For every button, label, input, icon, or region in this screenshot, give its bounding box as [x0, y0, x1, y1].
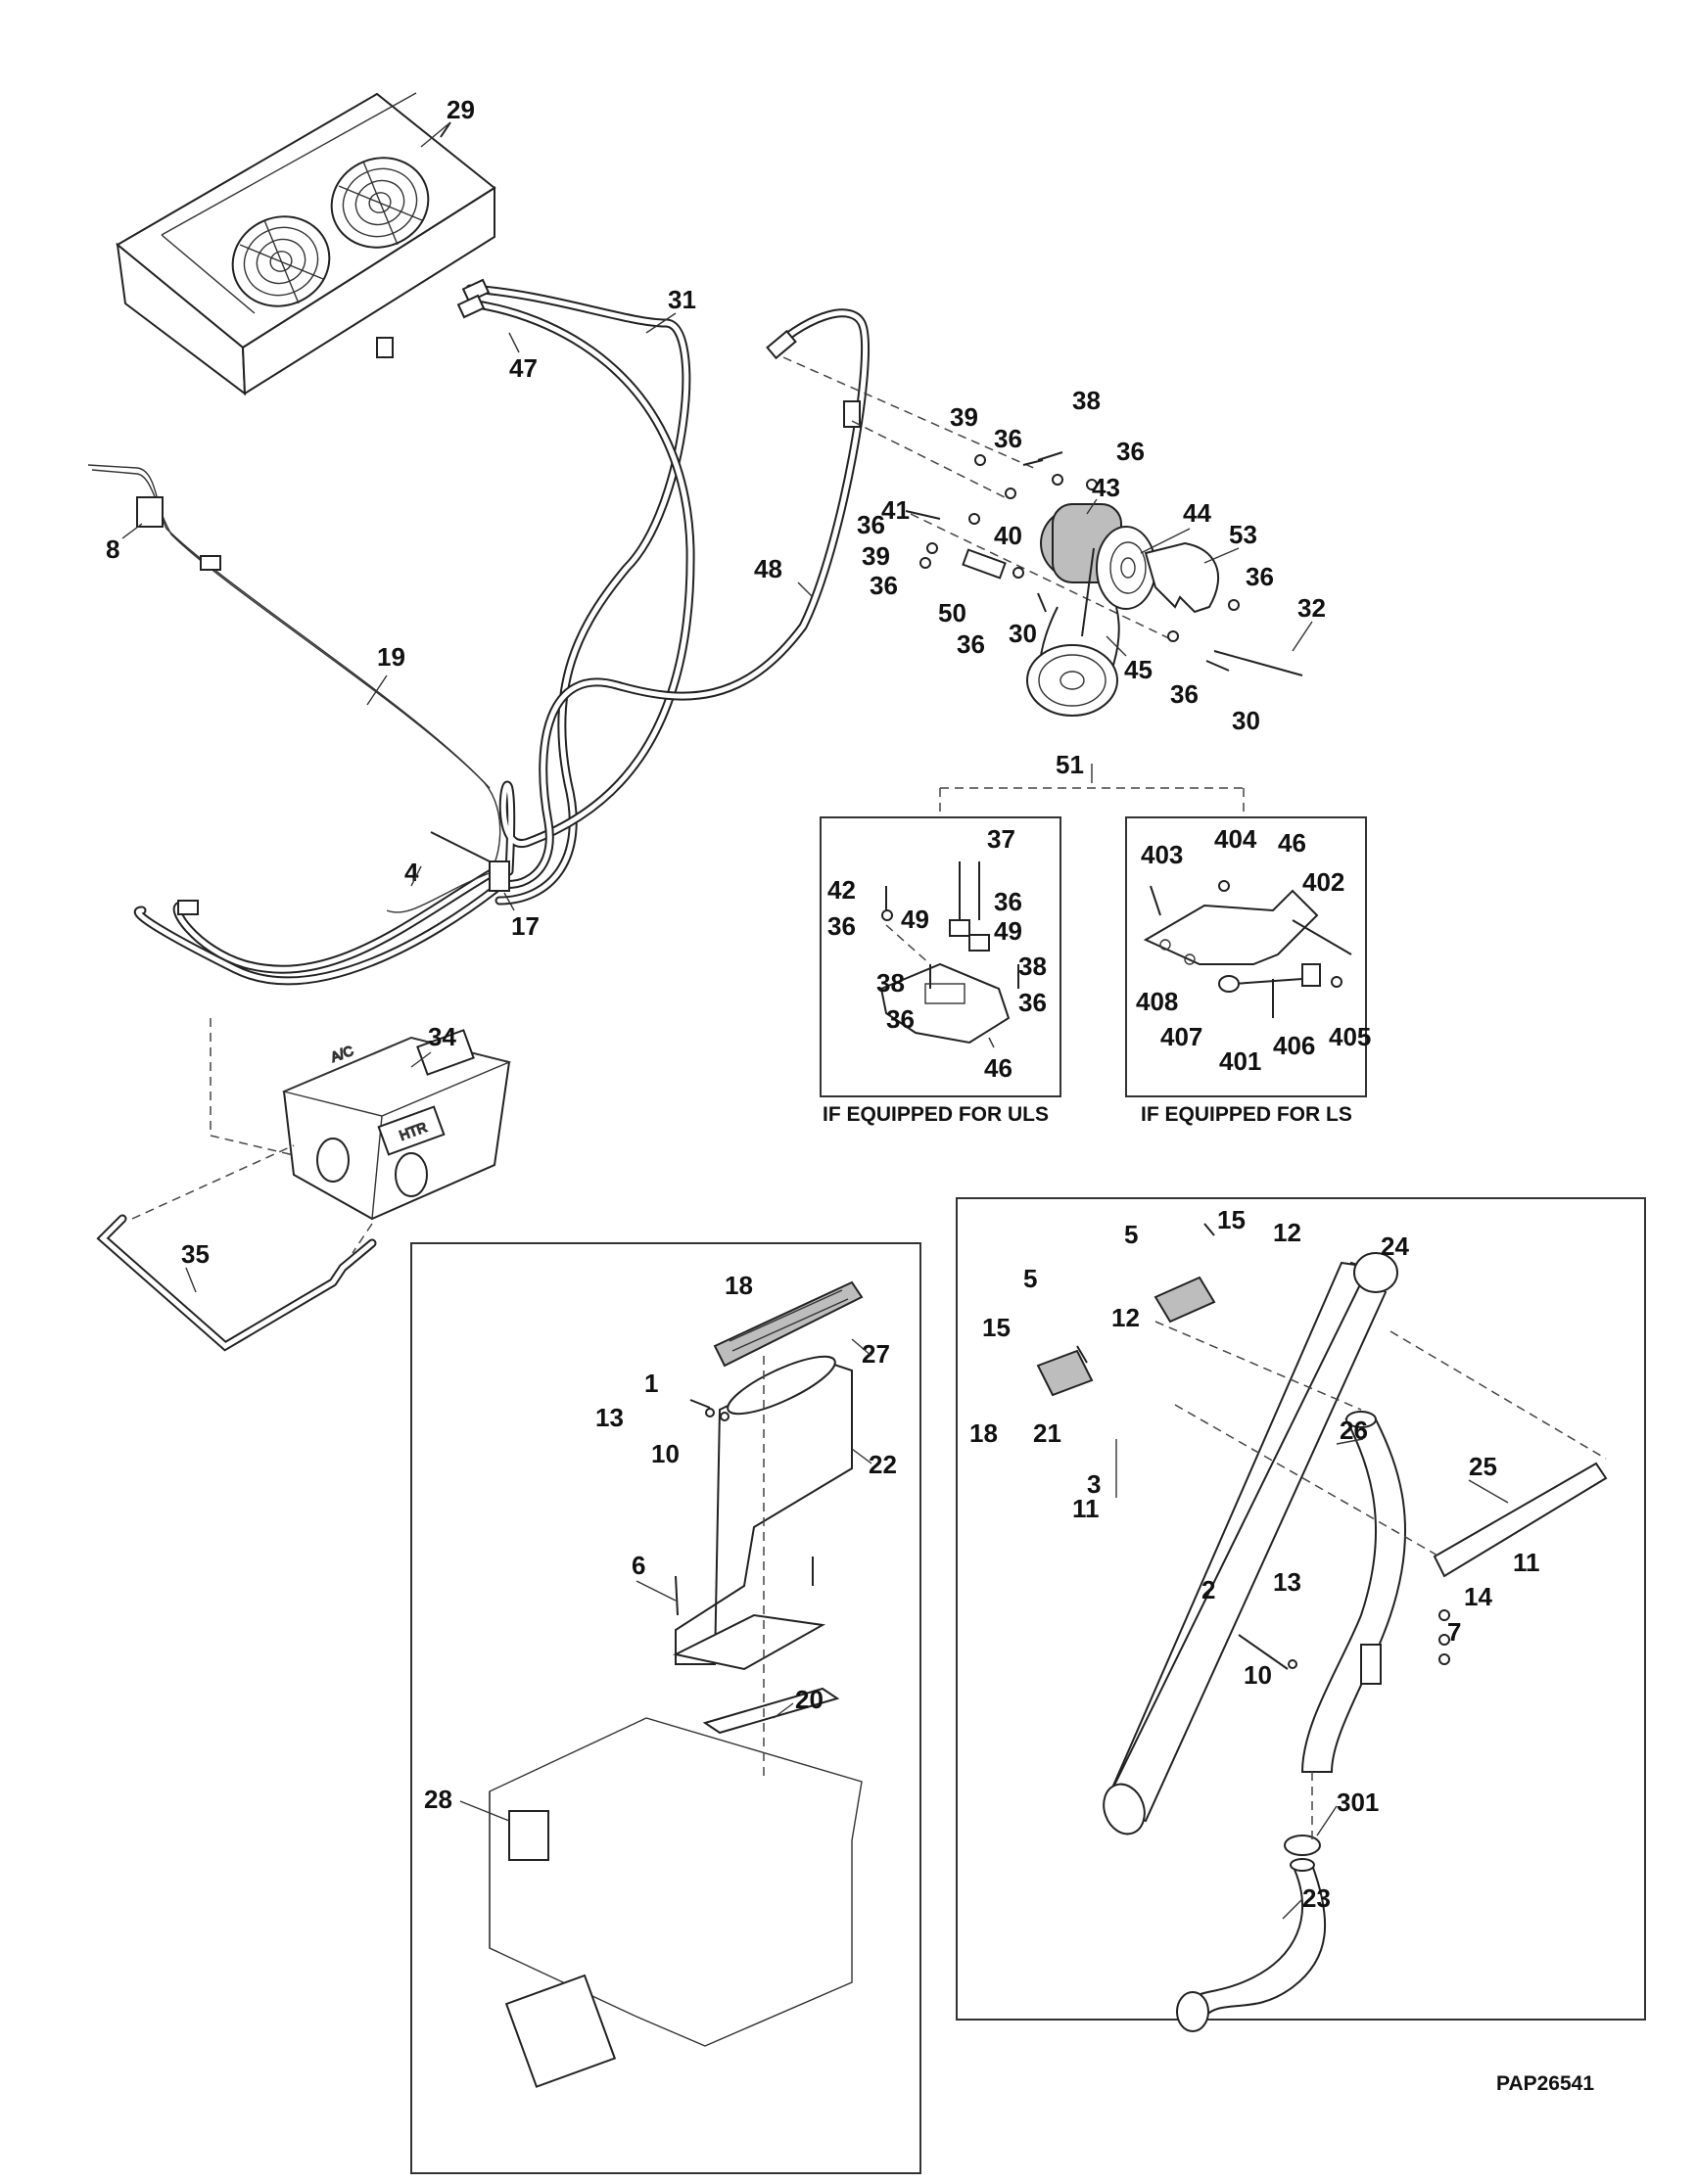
uls-callout-37: 37 [987, 824, 1015, 854]
callout-43: 43 [1092, 473, 1120, 502]
duct-callout-21: 21 [1033, 1418, 1061, 1448]
callout-38-a: 38 [1072, 386, 1101, 415]
box-callout-28: 28 [424, 1785, 452, 1814]
duct-callout-14: 14 [1464, 1582, 1492, 1611]
box-callout-13: 13 [595, 1403, 624, 1432]
ls-callout-405: 405 [1329, 1022, 1371, 1051]
uls-callout-36-b: 36 [827, 911, 856, 941]
callout-8: 8 [106, 534, 119, 564]
drawing-number: PAP26541 [1496, 2072, 1594, 2095]
ls-inset [1125, 816, 1367, 1097]
callout-48: 48 [754, 554, 782, 583]
callout-36-e: 36 [1246, 562, 1274, 591]
ac-panel-label: A/C [329, 1043, 355, 1065]
uls-callout-38-a: 38 [1018, 952, 1047, 981]
refrigerant-hoses [87, 278, 871, 986]
uls-callout-42: 42 [827, 875, 856, 905]
fan-guard-left [231, 215, 331, 307]
callout-36-f: 36 [957, 629, 985, 659]
duct-callout-7: 7 [1447, 1617, 1461, 1647]
uls-callout-49-a: 49 [901, 905, 929, 934]
evaporator-heater-unit: A/C HTR [131, 1018, 512, 1254]
duct-callout-12-b: 12 [1111, 1303, 1140, 1332]
callout-35: 35 [181, 1239, 210, 1269]
uls-inset [820, 816, 1061, 1097]
callout-29: 29 [447, 95, 475, 124]
callout-32: 32 [1297, 593, 1326, 623]
callout-30-a: 30 [1009, 619, 1037, 648]
duct-callout-2: 2 [1201, 1575, 1215, 1604]
ls-callout-403: 403 [1141, 840, 1183, 869]
fan-guard-right [330, 157, 430, 249]
callout-4: 4 [404, 858, 419, 887]
callout-17: 17 [511, 911, 540, 941]
callout-50: 50 [938, 598, 966, 627]
duct-callout-11-a: 11 [1072, 1494, 1100, 1523]
ls-callout-402: 402 [1302, 867, 1344, 897]
callout-45: 45 [1124, 655, 1153, 684]
defroster-box [410, 1242, 921, 2174]
ls-callout-404: 404 [1214, 824, 1257, 854]
duct-callout-301: 301 [1337, 1788, 1379, 1817]
callout-47: 47 [509, 353, 538, 383]
duct-callout-23: 23 [1302, 1883, 1331, 1913]
duct-callout-24: 24 [1381, 1231, 1409, 1261]
duct-callout-26: 26 [1340, 1416, 1368, 1445]
uls-callout-36-c: 36 [1018, 988, 1047, 1017]
ls-callout-401: 401 [1219, 1046, 1261, 1076]
callout-40: 40 [994, 521, 1022, 550]
box-callout-22: 22 [869, 1450, 897, 1479]
callout-51: 51 [1056, 750, 1084, 779]
ls-callout-407: 407 [1160, 1022, 1202, 1051]
duct-callout-10: 10 [1244, 1660, 1272, 1690]
callout-41: 41 [881, 495, 910, 525]
duct-callout-15-b: 15 [982, 1313, 1011, 1342]
box-callout-6: 6 [632, 1551, 645, 1580]
box-callout-18: 18 [725, 1271, 753, 1300]
uls-caption: IF EQUIPPED FOR ULS [823, 1103, 1049, 1126]
callout-36-c: 36 [857, 510, 885, 539]
callout-36-b: 36 [1116, 437, 1145, 466]
duct-callout-12-a: 12 [1273, 1218, 1301, 1247]
leader-lines [121, 121, 1509, 1920]
duct-callout-15-a: 15 [1217, 1205, 1246, 1234]
callout-31: 31 [668, 285, 696, 314]
callout-36-g: 36 [1170, 679, 1199, 709]
callout-30-b: 30 [1232, 706, 1260, 735]
ls-caption: IF EQUIPPED FOR LS [1141, 1103, 1352, 1126]
drain-hose [96, 1214, 377, 1352]
callout-36-d: 36 [870, 571, 898, 600]
callout-44: 44 [1183, 498, 1211, 528]
callout-39-b: 39 [862, 541, 890, 571]
duct-callout-5-a: 5 [1124, 1220, 1138, 1249]
uls-callout-36-a: 36 [994, 887, 1022, 916]
duct-callout-18: 18 [969, 1418, 998, 1448]
callout-labels: 29 31 47 8 19 48 39 38 36 36 41 43 36 40… [106, 95, 1594, 2095]
callout-19: 19 [377, 642, 405, 672]
ls-callout-408: 408 [1136, 987, 1178, 1016]
duct-callout-25: 25 [1469, 1452, 1497, 1481]
callout-53: 53 [1229, 520, 1257, 549]
uls-callout-38-b: 38 [876, 968, 905, 998]
compressor-assembly [782, 356, 1303, 817]
uls-callout-49-b: 49 [994, 916, 1022, 946]
duct-callout-11-b: 11 [1513, 1548, 1540, 1577]
duct-callout-3: 3 [1087, 1469, 1101, 1499]
ls-callout-46: 46 [1278, 828, 1306, 858]
duct-callout-13: 13 [1273, 1567, 1301, 1597]
condenser-assembly [116, 92, 496, 396]
box-callout-1: 1 [644, 1369, 658, 1398]
box-callout-20: 20 [795, 1685, 824, 1714]
duct-box [956, 1197, 1646, 2032]
box-callout-27: 27 [862, 1339, 890, 1369]
callout-36-a: 36 [994, 424, 1022, 453]
callout-39-a: 39 [950, 402, 978, 432]
uls-callout-36-d: 36 [886, 1004, 915, 1034]
ls-callout-406: 406 [1273, 1031, 1315, 1060]
duct-callout-5-b: 5 [1023, 1264, 1037, 1293]
uls-callout-46: 46 [984, 1053, 1012, 1083]
callout-34: 34 [428, 1022, 456, 1051]
box-callout-10: 10 [651, 1439, 680, 1468]
